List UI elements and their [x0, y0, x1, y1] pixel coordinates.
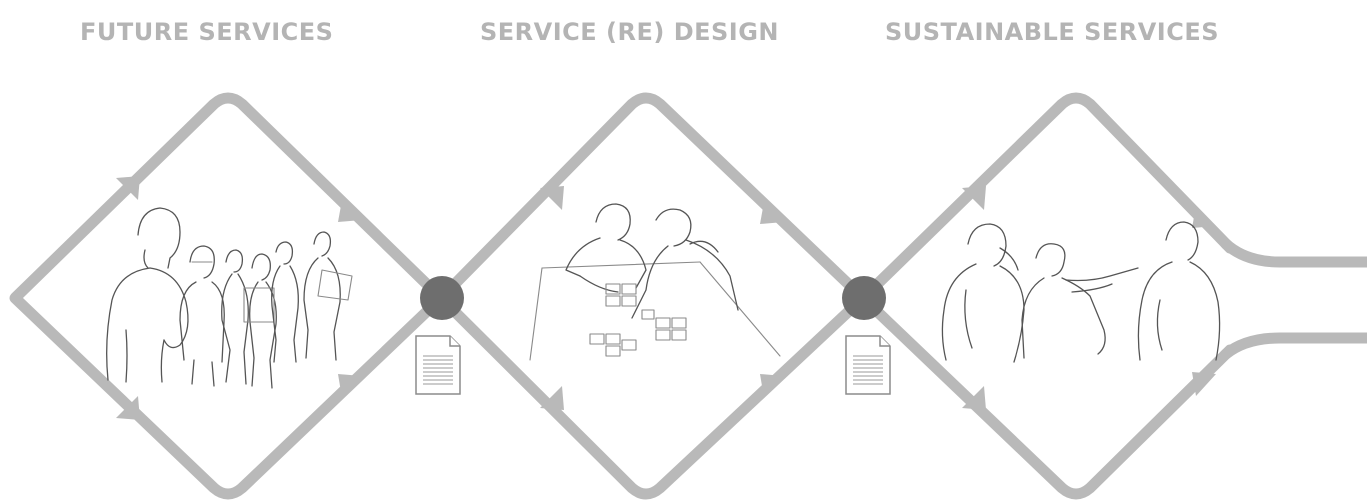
illustration-group-of-people: [107, 208, 352, 388]
outgoing-path-upper: [1226, 244, 1367, 262]
diamond-outline: [441, 98, 863, 494]
connector-node: [420, 276, 464, 320]
diamond-outline: [863, 98, 1230, 494]
diamond-sustainable-services: [863, 98, 1367, 494]
arrow-icon: [760, 374, 784, 398]
connector-node: [842, 276, 886, 320]
document-icon: [846, 336, 890, 394]
diamond-service-redesign: [441, 98, 863, 494]
document-icon: [416, 336, 460, 394]
illustration-card-sorting: [530, 204, 780, 360]
arrow-icon: [338, 374, 362, 398]
arrow-icon: [1192, 206, 1216, 228]
diamond-outline: [15, 98, 441, 494]
outgoing-path-lower: [1226, 338, 1367, 354]
arrow-icon: [1192, 372, 1216, 396]
diamond-future-services: [15, 98, 441, 494]
illustration-three-people: [942, 222, 1219, 362]
